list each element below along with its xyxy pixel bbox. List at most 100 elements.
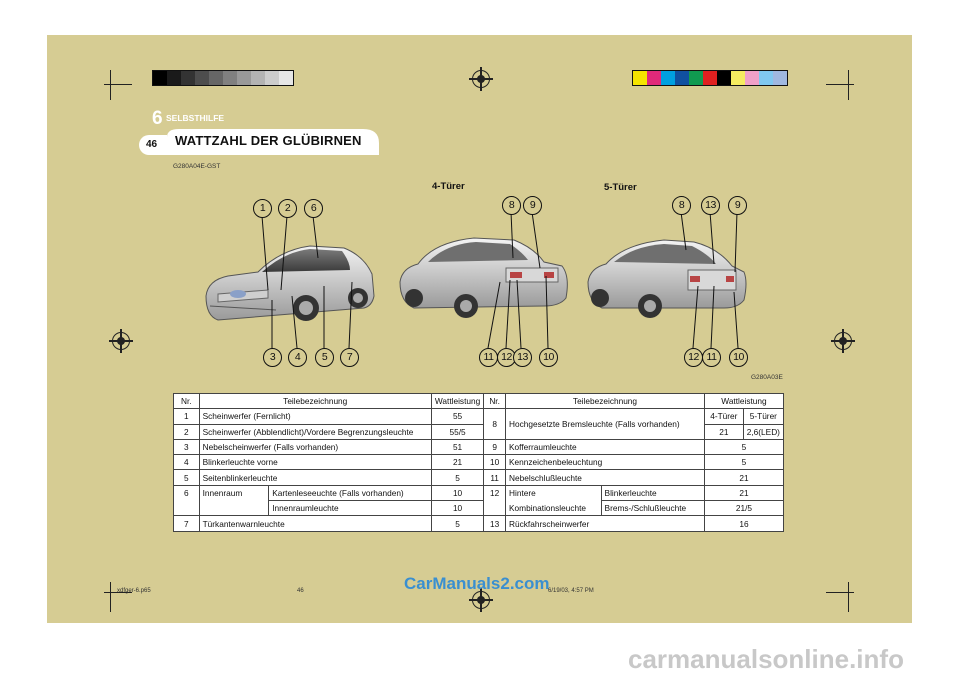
cell-nr: 7	[173, 515, 200, 532]
gray-swatch-9	[279, 71, 293, 85]
cell-nr: 1	[173, 408, 200, 425]
callout-9-4door: 9	[523, 196, 542, 215]
car-rear-4door-illustration	[399, 237, 568, 318]
registration-target-right	[831, 329, 855, 353]
crop-mark-inner-bl	[104, 592, 132, 593]
cell-subpart: Blinkerleuchte	[600, 484, 705, 502]
gray-swatch-8	[265, 71, 279, 85]
crop-mark-inner-tr	[826, 84, 854, 85]
color-swatch-3	[675, 71, 689, 85]
color-swatch-10	[773, 71, 787, 85]
color-calibration-bar	[632, 70, 788, 86]
callout-10-4door: 10	[539, 348, 558, 367]
cell-nr: 3	[173, 438, 200, 456]
cell-part: Seitenblinkerleuchte	[198, 469, 432, 486]
cell-watt: 16	[703, 515, 785, 532]
cell-part: Innenraum	[198, 484, 270, 517]
callout-3: 3	[263, 348, 282, 367]
callout-9-5door: 9	[728, 196, 747, 215]
cell-subpart: Kartenleseeuchte (Falls vorhanden)	[268, 484, 432, 502]
cell-subpart: Innenraumleuchte	[268, 500, 432, 517]
color-swatch-1	[647, 71, 661, 85]
callout-6: 6	[304, 199, 323, 218]
cell-nr: 12	[483, 484, 507, 517]
cell-watt-label-5door: 5-Türer	[742, 408, 785, 425]
color-swatch-4	[689, 71, 703, 85]
header-nr-right: Nr.	[483, 392, 507, 410]
callout-13-4door: 13	[513, 348, 532, 367]
cell-watt: 21	[703, 484, 785, 502]
watermark-site: CarManuals2.com	[404, 574, 550, 593]
figure-code-right: G280A03E	[751, 374, 783, 381]
cell-watt: 21	[430, 454, 485, 471]
cell-watt: 21	[703, 469, 785, 486]
header-nr-left: Nr.	[173, 392, 200, 410]
cell-part: Blinkerleuchte vorne	[198, 454, 432, 471]
registration-target-left	[109, 329, 133, 353]
cell-nr: 4	[173, 454, 200, 471]
callout-13-5door: 13	[701, 196, 720, 215]
cell-watt: 51	[430, 438, 485, 456]
footer-date: 6/19/03, 4:57 PM	[548, 588, 594, 594]
page-title: WATTZAHL DER GLÜBIRNEN	[175, 133, 362, 148]
cell-watt: 5	[703, 438, 785, 456]
table-row: Innenraumleuchte 10 Kombinationsleuchte …	[174, 500, 785, 517]
gray-swatch-7	[251, 71, 265, 85]
table-row: 6 Innenraum Kartenleseeuchte (Falls vorh…	[173, 484, 785, 517]
cell-nr: 10	[483, 454, 507, 471]
callout-10-5door: 10	[729, 348, 748, 367]
cell-nr: 11	[483, 469, 507, 486]
cell-subpart: Brems-/Schlußleuchte	[600, 500, 705, 517]
cell-watt-label-4door: 4-Türer	[703, 408, 744, 425]
gray-swatch-4	[209, 71, 223, 85]
color-swatch-9	[759, 71, 773, 85]
callout-4: 4	[288, 348, 307, 367]
crop-mark-inner-tl-v	[110, 70, 111, 100]
callout-8-4door: 8	[502, 196, 521, 215]
cell-nr: 8	[483, 408, 507, 440]
cell-part: Scheinwerfer (Abblendlicht)/Vordere Begr…	[198, 423, 432, 440]
gray-swatch-1	[167, 71, 181, 85]
table-row: 3 Nebelscheinwerfer (Falls vorhanden) 51…	[173, 438, 785, 456]
callout-5: 5	[315, 348, 334, 367]
table-row: 5 Seitenblinkerleuchte 5 11 Nebelschlußl…	[173, 469, 785, 486]
color-swatch-6	[717, 71, 731, 85]
cell-nr: 13	[483, 515, 507, 532]
cell-nr: 9	[483, 438, 507, 456]
gray-swatch-6	[237, 71, 251, 85]
cell-part: Hochgesetzte Bremsleuchte (Falls vorhand…	[505, 408, 705, 440]
color-swatch-7	[731, 71, 745, 85]
gray-swatch-3	[195, 71, 209, 85]
cell-watt: 10	[430, 484, 485, 502]
table-row: 4 Blinkerleuchte vorne 21 10 Kennzeichen…	[173, 454, 785, 471]
footer-file: xdfger-6.p65	[117, 588, 151, 594]
bulb-wattage-table: Nr. Teilebezeichnung Wattleistung Nr. Te…	[173, 392, 785, 532]
header-part-left: Teilebezeichnung	[198, 392, 432, 410]
cell-watt: 5	[430, 515, 485, 532]
cell-watt: 55/5	[430, 423, 485, 440]
callout-1: 1	[253, 199, 272, 218]
registration-target-top	[469, 67, 493, 91]
label-5door: 5-Türer	[604, 182, 637, 193]
cell-nr: 6	[173, 484, 200, 517]
callout-7: 7	[340, 348, 359, 367]
crop-mark-inner-tl	[104, 84, 132, 85]
cell-part: Scheinwerfer (Fernlicht)	[198, 408, 432, 425]
cell-watt: 5	[430, 469, 485, 486]
label-4door: 4-Türer	[432, 181, 465, 192]
cell-nr: 2	[173, 423, 200, 440]
gray-swatch-5	[223, 71, 237, 85]
cell-watt-4door: 21	[703, 423, 744, 440]
cell-watt: 5	[703, 454, 785, 471]
color-swatch-0	[633, 71, 647, 85]
chapter-number: 6	[152, 108, 163, 129]
gray-swatch-0	[153, 71, 167, 85]
chapter-label: SELBSTHILFE	[166, 113, 225, 123]
gray-swatch-2	[181, 71, 195, 85]
car-rear-5door-illustration	[587, 239, 747, 318]
header-watt-left: Wattleistung	[430, 392, 485, 410]
cell-watt-5door: 2,6(LED)	[742, 423, 785, 440]
watermark-bottom: carmanualsonline.info	[628, 644, 904, 674]
page-number: 46	[146, 139, 158, 150]
